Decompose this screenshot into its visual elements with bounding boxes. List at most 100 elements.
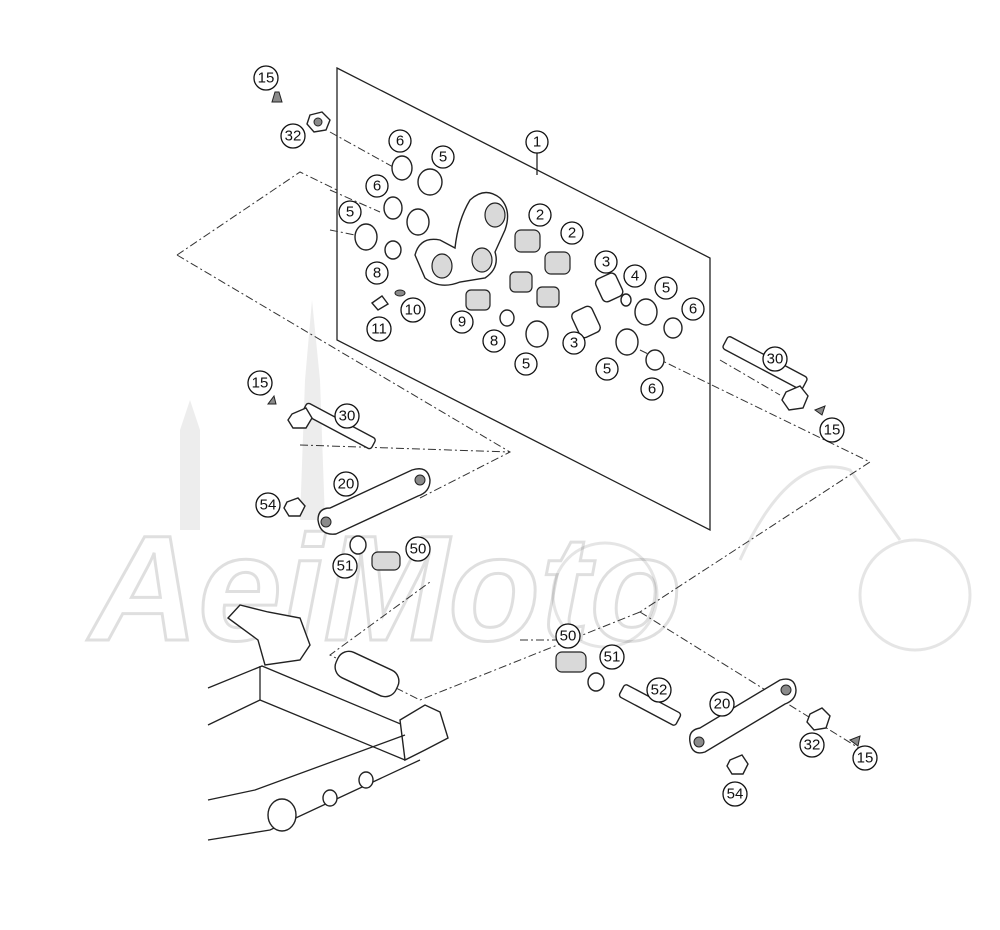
- bushing-9: [465, 289, 491, 311]
- svg-text:1: 1: [533, 134, 541, 151]
- svg-text:32: 32: [285, 128, 302, 145]
- callout-30b: 30: [334, 403, 360, 429]
- callout-51a: 51: [332, 553, 358, 579]
- seal-6-mid: [383, 196, 403, 220]
- svg-text:15: 15: [258, 70, 275, 87]
- callout-15d: 15: [852, 745, 878, 771]
- svg-text:5: 5: [522, 356, 530, 373]
- callout-8b: 8: [482, 329, 506, 353]
- cap-15-right: [813, 405, 826, 416]
- svg-text:9: 9: [458, 314, 466, 331]
- svg-text:54: 54: [260, 497, 277, 514]
- svg-text:5: 5: [603, 361, 611, 378]
- bolt-head-30-left: [287, 407, 313, 429]
- svg-text:2: 2: [536, 207, 544, 224]
- washer-51-right: [587, 672, 605, 692]
- callout-10: 10: [400, 297, 426, 323]
- svg-text:5: 5: [662, 280, 670, 297]
- callout-32a: 32: [280, 123, 306, 149]
- svg-text:3: 3: [602, 254, 610, 271]
- cap-15-mid-left: [267, 394, 277, 405]
- callout-5e: 5: [595, 357, 619, 381]
- svg-text:52: 52: [651, 682, 668, 699]
- svg-text:50: 50: [410, 541, 427, 558]
- callout-50a: 50: [405, 536, 431, 562]
- pull-rod-20-right: [689, 678, 797, 754]
- part-callouts: 1 2 2 3 3 4 5 5 5 5 5 6 6 6 6 8 8 9 10 1…: [247, 65, 878, 807]
- needle-bearing-mid-b: [536, 286, 560, 308]
- nut-32-right: [806, 707, 831, 731]
- frame-pivot: [267, 798, 297, 832]
- bearing-5-left-a: [406, 208, 430, 236]
- spacer-8-left: [384, 240, 402, 260]
- svg-text:20: 20: [714, 696, 731, 713]
- assembly-dashed-lines: [176, 131, 872, 756]
- seal-6-right-bottom: [645, 349, 665, 371]
- callout-3b: 3: [562, 331, 586, 355]
- assembly-panel-outline: [336, 66, 711, 532]
- svg-text:6: 6: [396, 133, 404, 150]
- callout-20b: 20: [709, 691, 735, 717]
- svg-text:50: 50: [560, 628, 577, 645]
- needle-bearing-2b: [544, 251, 571, 275]
- pull-rods: [317, 468, 797, 754]
- svg-text:51: 51: [604, 649, 621, 666]
- callout-15a: 15: [253, 65, 279, 91]
- cap-11: [370, 295, 390, 311]
- svg-text:51: 51: [337, 558, 354, 575]
- bearing-5-right-top: [634, 298, 658, 326]
- svg-text:30: 30: [339, 408, 356, 425]
- callout-6c: 6: [681, 297, 705, 321]
- svg-text:6: 6: [648, 381, 656, 398]
- callout-2b: 2: [560, 221, 584, 245]
- callout-20a: 20: [333, 471, 359, 497]
- svg-text:4: 4: [631, 268, 639, 285]
- svg-text:5: 5: [346, 204, 354, 221]
- svg-text:11: 11: [371, 321, 387, 338]
- callout-6d: 6: [640, 377, 664, 401]
- bushing-50-left: [371, 551, 401, 571]
- seal-6-right-top: [663, 317, 683, 339]
- svg-text:15: 15: [857, 750, 874, 767]
- linkage-assembly-panel: [336, 66, 711, 532]
- bearings-bushings: [354, 155, 683, 371]
- bushing-50-right: [555, 651, 587, 673]
- callout-32b: 32: [799, 732, 825, 758]
- watermark-wheel-rear: [858, 538, 972, 652]
- sleeve-3b: [571, 305, 601, 339]
- callout-30a: 30: [762, 346, 788, 372]
- svg-text:30: 30: [767, 351, 784, 368]
- watermark-tower-left: [180, 400, 200, 530]
- washer-51-left: [349, 535, 367, 555]
- right-lower-parts: [555, 651, 861, 775]
- bearing-5-bottom: [525, 320, 549, 348]
- callout-6a: 6: [388, 129, 412, 153]
- callout-6b: 6: [365, 174, 389, 198]
- svg-text:8: 8: [373, 265, 381, 282]
- svg-text:32: 32: [804, 737, 821, 754]
- frame-mount: [399, 704, 449, 762]
- callout-8a: 8: [365, 261, 389, 285]
- needle-bearing-mid-a: [509, 271, 533, 293]
- bearing-5-right-bottom: [615, 328, 639, 356]
- svg-text:6: 6: [689, 301, 697, 318]
- svg-text:5: 5: [439, 149, 447, 166]
- sleeve-3a: [594, 272, 624, 303]
- nut-54-right: [726, 754, 749, 775]
- svg-text:2: 2: [568, 225, 576, 242]
- ring-4: [620, 293, 632, 307]
- callout-15c: 15: [247, 370, 273, 396]
- svg-text:6: 6: [373, 178, 381, 195]
- svg-text:54: 54: [727, 786, 744, 803]
- bearing-5-left-b: [354, 223, 378, 251]
- callout-3a: 3: [594, 250, 618, 274]
- watermark-bike-frame: [738, 465, 902, 561]
- callout-52: 52: [646, 677, 672, 703]
- svg-text:10: 10: [405, 302, 422, 319]
- svg-text:3: 3: [570, 335, 578, 352]
- watermark-text: AeiMoto: [86, 504, 682, 672]
- callout-4: 4: [623, 264, 647, 288]
- callout-54a: 54: [255, 492, 281, 518]
- callout-5a: 5: [431, 145, 455, 169]
